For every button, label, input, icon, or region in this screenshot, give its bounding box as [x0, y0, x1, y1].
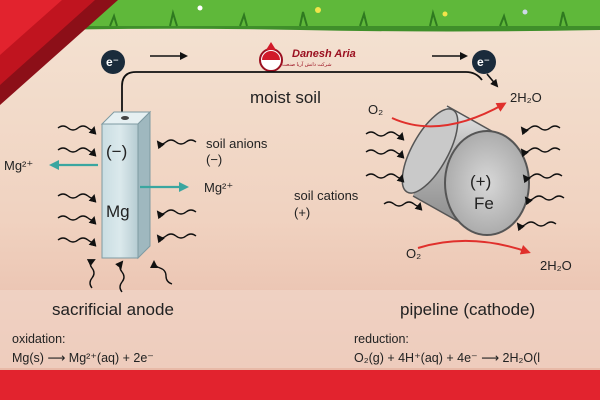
electron-badge-left	[101, 50, 125, 74]
mg-anode-block	[100, 110, 152, 260]
electron-wire	[121, 52, 499, 114]
reduction-label: reduction:	[354, 332, 409, 346]
soil-cations-label: soil cations	[294, 188, 359, 203]
o2-arrow-top	[391, 102, 507, 128]
anode-ion-squiggles	[57, 125, 197, 293]
moist-soil-label: moist soil	[250, 88, 321, 107]
logo-name: Danesh Aria	[292, 48, 356, 60]
soil-cations-sign: (+)	[294, 205, 311, 220]
oxidation-label: oxidation:	[12, 332, 66, 346]
danesh-aria-logo	[259, 42, 283, 72]
cathode-sign: (+)	[470, 172, 492, 191]
anode-sign: (−)	[106, 142, 128, 161]
sacrificial-anode-label: sacrificial anode	[52, 300, 174, 319]
cathode-metal: Fe	[474, 194, 494, 213]
h2o-top-label: 2H₂O	[510, 90, 542, 105]
soil-anions-label: soil anions	[206, 136, 268, 151]
electron-label-right: e⁻	[477, 55, 491, 69]
reduction-equation: O₂(g) + 4H⁺(aq) + 4e⁻ ⟶ 2H₂O(l	[354, 351, 541, 365]
equation-band	[0, 290, 600, 368]
red-bottom-band	[0, 370, 600, 400]
electron-label-left: e⁻	[106, 55, 120, 69]
mg-ion-right-label: Mg²⁺	[204, 180, 234, 195]
o2-top-label: O₂	[368, 102, 384, 117]
o2-arrow-bottom	[417, 239, 531, 255]
cathode-ion-squiggles	[365, 125, 565, 232]
oxidation-equation: Mg(s) ⟶ Mg²⁺(aq) + 2e⁻	[12, 351, 154, 365]
pipeline-cathode-label: pipeline (cathode)	[400, 300, 536, 319]
h2o-bottom-label: 2H₂O	[540, 258, 572, 273]
red-corner-decoration	[0, 0, 118, 105]
anode-metal: Mg	[106, 202, 130, 221]
electron-badge-right	[472, 50, 496, 74]
soil-anions-sign: (−)	[206, 152, 223, 167]
mg-ion-left-label: Mg²⁺	[4, 158, 34, 173]
fe-pipeline-cylinder	[401, 105, 530, 236]
o2-bottom-label: O₂	[406, 246, 422, 261]
logo-tagline: شرکت دانش آریا صنعت	[282, 62, 332, 68]
